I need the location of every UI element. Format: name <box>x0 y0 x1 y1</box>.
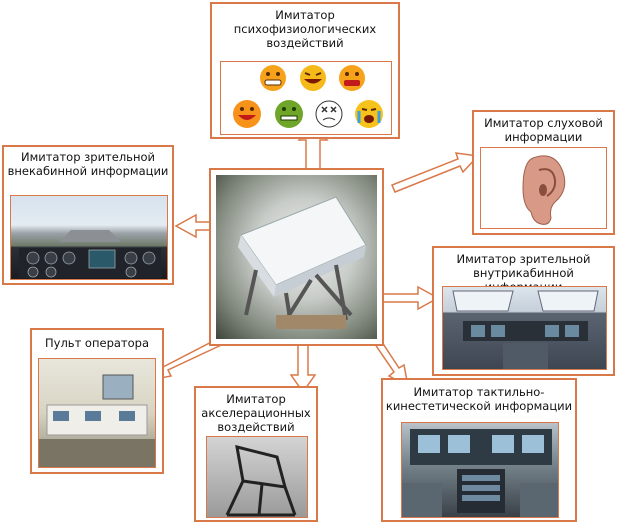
arrow-to-acceleration <box>289 341 317 394</box>
arrow-to-hearing <box>391 152 480 193</box>
grin-face-icon <box>260 65 286 91</box>
cockpit-inside-view-image <box>442 286 607 370</box>
ear-image <box>480 147 607 229</box>
arrow-to-visual-inside <box>381 285 440 311</box>
dizzy-face-icon <box>315 100 343 128</box>
hearing-simulator-box: Имитатор слуховой информации <box>472 110 615 235</box>
acceleration-simulator-label: Имитатор акселерационных воздействий <box>201 392 311 434</box>
motion-platform-image <box>216 175 377 339</box>
tactile-simulator-label: Имитатор тактильно- кинестетической инфо… <box>385 385 573 413</box>
hearing-simulator-label: Имитатор слуховой информации <box>484 116 603 144</box>
psycho-simulator-label: Имитатор психофизиологических воздействи… <box>233 8 377 50</box>
emoji-faces <box>233 65 383 128</box>
acceleration-simulator-box: Имитатор акселерационных воздействий <box>194 386 318 522</box>
sick-face-icon <box>275 100 303 128</box>
laugh-face-icon <box>300 65 326 91</box>
operator-console-box: Пульт оператора <box>30 328 164 474</box>
tactile-simulator-box: Имитатор тактильно- кинестетической инфо… <box>381 378 577 522</box>
central-simulator-frame <box>209 168 384 346</box>
operator-console-image <box>38 358 156 468</box>
visual-inside-simulator-box: Имитатор зрительной внутрикабинной инфор… <box>432 246 615 376</box>
tactile-cockpit-image <box>401 422 559 518</box>
psycho-simulator-box: Имитатор психофизиологических воздействи… <box>210 2 400 139</box>
operator-console-label: Пульт оператора <box>45 336 149 350</box>
visual-outside-simulator-box: Имитатор зрительной внекабинной информац… <box>2 145 174 285</box>
acceleration-rig-image <box>206 436 308 518</box>
crying-face-icon <box>355 100 383 128</box>
emoji-panel <box>220 61 392 135</box>
cockpit-outside-view-image <box>10 195 168 280</box>
sad-face-icon <box>339 65 365 91</box>
visual-outside-simulator-label: Имитатор зрительной внекабинной информац… <box>7 150 169 178</box>
ear-icon <box>522 155 566 225</box>
big-smile-face-icon <box>233 100 261 128</box>
